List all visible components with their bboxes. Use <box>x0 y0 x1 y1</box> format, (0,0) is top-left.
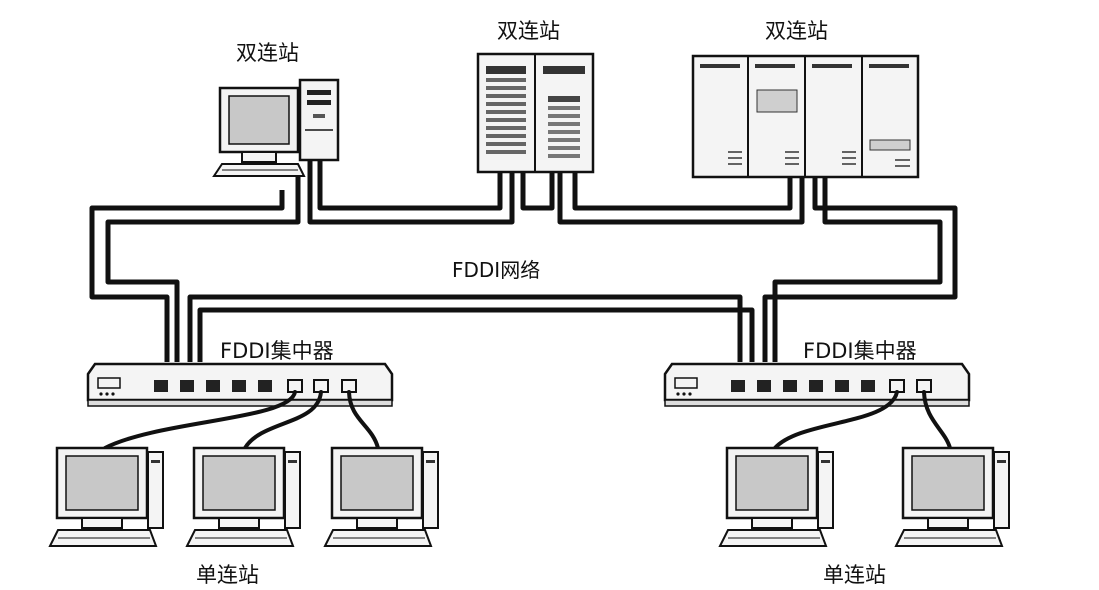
desktop-computer-icon <box>185 446 301 547</box>
label-dual-station-2: 双连站 <box>497 19 560 43</box>
network-hub-icon <box>663 362 971 407</box>
single-station-left-1 <box>48 446 164 547</box>
single-station-right-1 <box>718 446 834 547</box>
desktop-computer-icon <box>718 446 834 547</box>
dual-station-2-server <box>476 52 595 174</box>
desktop-computer-icon <box>894 446 1010 547</box>
label-single-station-left: 单连站 <box>196 563 259 587</box>
label-dual-station-3: 双连站 <box>765 19 828 43</box>
network-hub-icon <box>86 362 394 407</box>
single-station-left-2 <box>185 446 301 547</box>
label-network: FDDI网络 <box>452 258 540 282</box>
concentrator-right <box>663 362 971 407</box>
desktop-computer-icon <box>212 86 306 177</box>
label-dual-station-1: 双连站 <box>236 41 299 65</box>
desktop-computer-icon <box>323 446 439 547</box>
single-station-cables <box>103 390 952 450</box>
single-station-left-3 <box>323 446 439 547</box>
fddi-dual-ring <box>89 160 958 362</box>
mainframe-cabinet-icon <box>691 54 920 179</box>
desktop-computer-icon <box>48 446 164 547</box>
label-single-station-right: 单连站 <box>823 563 886 587</box>
dual-station-3-mainframe <box>691 54 920 179</box>
dual-station-1-computer <box>212 78 340 177</box>
concentrator-left <box>86 362 394 407</box>
label-concentrator-left: FDDI集中器 <box>220 339 334 363</box>
single-station-right-2 <box>894 446 1010 547</box>
server-cabinet-icon <box>476 52 595 174</box>
label-concentrator-right: FDDI集中器 <box>803 339 917 363</box>
tower-computer-icon <box>298 78 340 162</box>
